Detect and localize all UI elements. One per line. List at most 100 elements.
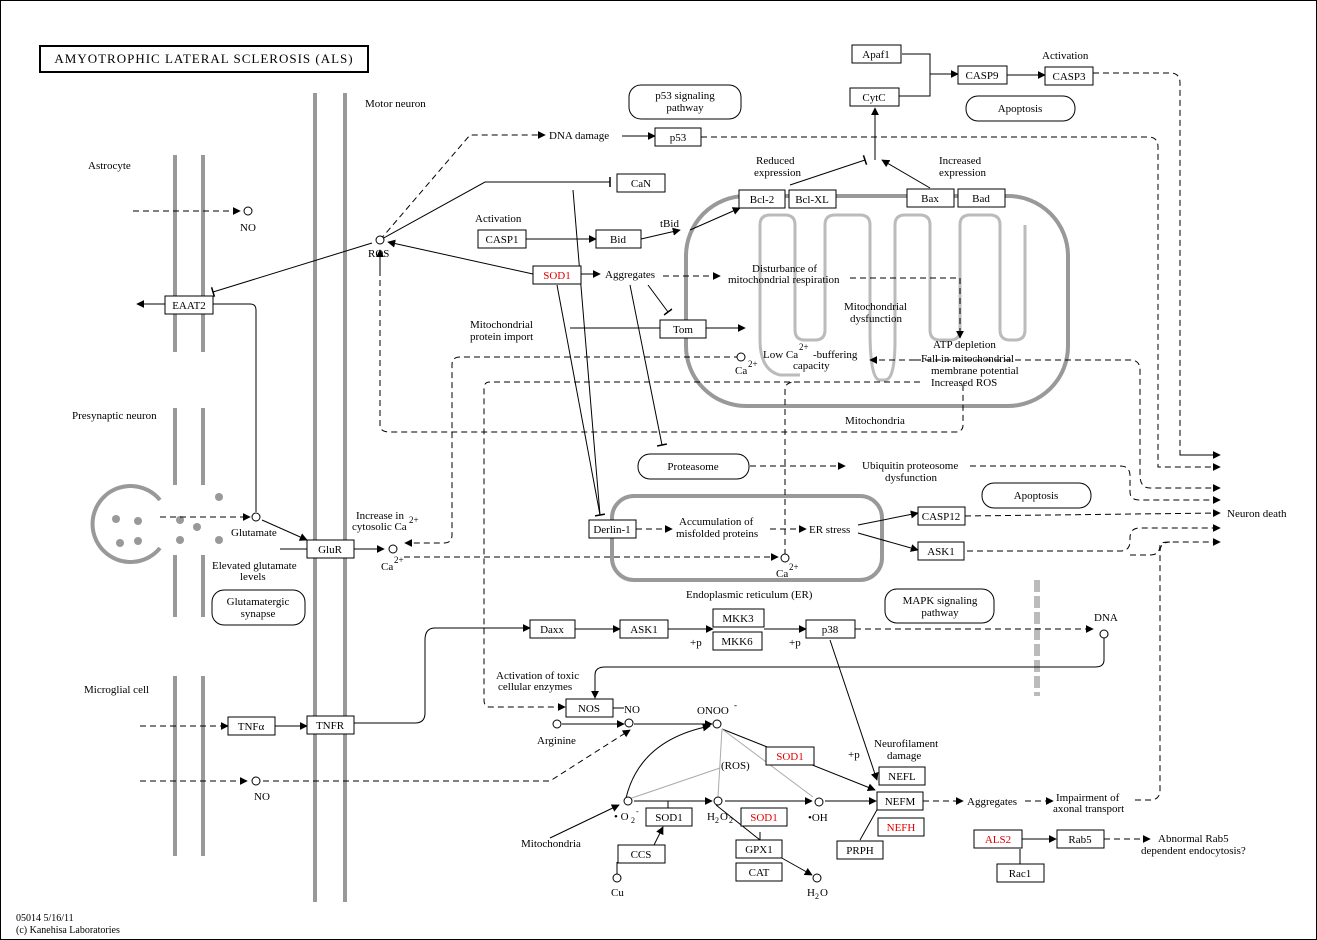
svg-text:CaN: CaN — [631, 178, 651, 190]
gene-sod1-mid[interactable]: SOD1 — [765, 746, 815, 766]
gene-can[interactable]: CaN — [616, 173, 666, 193]
gene-apaf1[interactable]: Apaf1 — [851, 44, 902, 64]
h2o2-compound[interactable] — [713, 796, 723, 806]
svg-text:Activation: Activation — [475, 213, 522, 225]
gene-tom[interactable]: Tom — [659, 319, 707, 339]
gene-p53[interactable]: p53 — [654, 127, 702, 147]
svg-text:p53 signaling: p53 signaling — [655, 90, 715, 102]
gene-sod1-top[interactable]: SOD1 — [532, 265, 582, 285]
gene-rab5[interactable]: Rab5 — [1056, 829, 1105, 849]
svg-text:2+: 2+ — [394, 555, 404, 565]
h2o-compound[interactable] — [812, 873, 822, 883]
svg-text:Daxx: Daxx — [540, 624, 564, 636]
gene-ask1[interactable]: ASK1 — [619, 619, 669, 639]
gene-casp1[interactable]: CASP1 — [477, 229, 527, 249]
svg-text:Glutamatergic: Glutamatergic — [227, 596, 290, 608]
dna-compound[interactable] — [1099, 629, 1109, 639]
svg-text:O: O — [720, 811, 728, 823]
gene-eaat2[interactable]: EAAT2 — [164, 295, 214, 315]
svg-text:+p: +p — [789, 637, 801, 649]
gene-sod1-h2o2[interactable]: SOD1 — [740, 807, 788, 827]
gene-casp12[interactable]: CASP12 — [917, 506, 966, 526]
title-box[interactable]: AMYOTROPHIC LATERAL SCLEROSIS (ALS) — [39, 45, 369, 73]
gene-p38[interactable]: p38 — [805, 619, 856, 639]
gene-sod1-low[interactable]: SOD1 — [645, 807, 693, 827]
svg-text:DNA: DNA — [1094, 612, 1118, 624]
svg-text:2+: 2+ — [409, 515, 419, 525]
svg-text:Abnormal Rab5: Abnormal Rab5 — [1158, 833, 1229, 845]
gene-bid[interactable]: Bid — [595, 229, 642, 249]
gene-nos[interactable]: NOS — [565, 698, 614, 718]
no-compound-astrocyte[interactable] — [243, 206, 253, 216]
svg-text:CCS: CCS — [631, 849, 652, 861]
svg-text:NO: NO — [240, 222, 256, 234]
svg-text:CASP12: CASP12 — [922, 511, 961, 523]
ca-compound-er[interactable] — [780, 553, 790, 563]
svg-text:SOD1: SOD1 — [750, 812, 778, 824]
svg-text:2: 2 — [715, 816, 719, 825]
svg-text:dysfunction: dysfunction — [850, 313, 902, 325]
gene-casp3[interactable]: CASP3 — [1044, 66, 1094, 86]
svg-text:expression: expression — [754, 167, 802, 179]
pathway-apoptosis-mid[interactable]: Apoptosis — [981, 482, 1092, 509]
svg-text:p38: p38 — [822, 624, 839, 636]
gene-mkk3[interactable]: MKK3 — [712, 608, 765, 628]
arginine-compound[interactable] — [552, 719, 562, 729]
onoo-compound[interactable] — [712, 719, 722, 729]
ca-compound-mito[interactable] — [736, 352, 746, 362]
glutamate-compound[interactable] — [251, 512, 261, 522]
ca-compound-cytosol[interactable] — [388, 544, 398, 554]
gene-mkk6[interactable]: MKK6 — [712, 631, 763, 651]
no-compound-mid[interactable] — [624, 718, 634, 728]
gene-derlin1[interactable]: Derlin-1 — [588, 519, 637, 539]
label-astrocyte: Astrocyte — [88, 160, 131, 172]
gene-rac1[interactable]: Rac1 — [996, 863, 1045, 883]
svg-text:CASP3: CASP3 — [1052, 71, 1086, 83]
superoxide-compound[interactable] — [623, 796, 633, 806]
svg-text:capacity: capacity — [793, 360, 830, 372]
gene-als2[interactable]: ALS2 — [973, 829, 1023, 849]
gene-daxx[interactable]: Daxx — [529, 619, 576, 639]
svg-text:Elevated glutamate: Elevated glutamate — [212, 560, 297, 572]
gene-ask1-er[interactable]: ASK1 — [917, 541, 965, 561]
gene-nefl[interactable]: NEFL — [878, 766, 926, 786]
gene-prph[interactable]: PRPH — [836, 840, 884, 860]
svg-text:Apoptosis: Apoptosis — [998, 103, 1043, 115]
gene-tnfr[interactable]: TNFR — [306, 715, 355, 735]
gene-glur[interactable]: GluR — [306, 539, 355, 559]
gene-nefh[interactable]: NEFH — [877, 817, 925, 837]
pathway-proteasome[interactable]: Proteasome — [637, 453, 750, 480]
no-compound-microglia[interactable] — [251, 776, 261, 786]
svg-text:ASK1: ASK1 — [630, 624, 658, 636]
svg-text:GluR: GluR — [318, 544, 343, 556]
svg-text:+p: +p — [690, 637, 702, 649]
svg-text:H: H — [807, 887, 815, 899]
svg-text:Glutamate: Glutamate — [231, 527, 277, 539]
hydroxyl-compound[interactable] — [814, 797, 824, 807]
pathway-mapk[interactable]: MAPK signaling pathway — [884, 588, 995, 624]
gene-bclxl[interactable]: Bcl-XL — [788, 189, 837, 209]
svg-text:-: - — [636, 807, 639, 816]
gene-ccs[interactable]: CCS — [617, 844, 666, 864]
gene-gpx1[interactable]: GPX1 — [735, 839, 783, 859]
cu-compound[interactable] — [612, 873, 622, 883]
pathway-apoptosis-top[interactable]: Apoptosis — [965, 95, 1076, 122]
gene-cat[interactable]: CAT — [735, 862, 783, 882]
gene-bcl2[interactable]: Bcl-2 — [738, 189, 786, 209]
ros-compound[interactable] — [375, 235, 385, 245]
svg-text:ONOO: ONOO — [697, 705, 729, 717]
label-presynaptic: Presynaptic neuron — [72, 410, 157, 422]
gene-bad[interactable]: Bad — [957, 188, 1006, 208]
gene-casp9[interactable]: CASP9 — [957, 65, 1008, 85]
svg-text:axonal transport: axonal transport — [1053, 803, 1124, 815]
pathway-glutamatergic[interactable]: Glutamatergic synapse — [211, 589, 306, 626]
svg-text:Mitochondria: Mitochondria — [845, 415, 905, 427]
pathway-p53[interactable]: p53 signaling pathway — [628, 84, 742, 120]
svg-text:Ca: Ca — [735, 365, 747, 377]
gene-bax[interactable]: Bax — [906, 188, 955, 208]
svg-text:pathway: pathway — [666, 102, 704, 114]
gene-cytc[interactable]: CytC — [849, 87, 900, 107]
svg-text:Ubiquitin proteosome: Ubiquitin proteosome — [862, 460, 958, 472]
gene-tnfa[interactable]: TNFα — [227, 716, 276, 736]
gene-nefm[interactable]: NEFM — [876, 791, 924, 811]
